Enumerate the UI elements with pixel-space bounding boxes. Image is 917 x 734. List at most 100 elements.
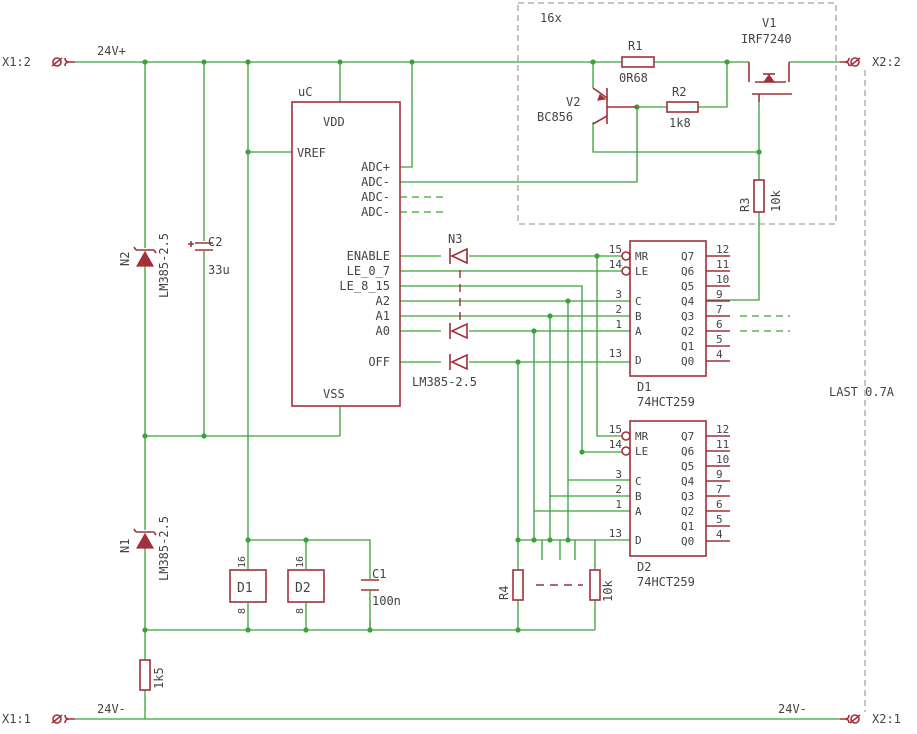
a0-wire <box>400 330 630 540</box>
label-24v-plus: 24V+ <box>97 44 126 58</box>
d2-left-pin-number: 1 <box>615 498 622 511</box>
q3-q2-dash <box>740 315 790 332</box>
mosfet-v1 <box>748 62 792 102</box>
pin-a1: A1 <box>376 309 390 323</box>
junction-dot <box>565 298 571 304</box>
box-d1-label: D1 <box>237 581 253 596</box>
label-n2: N2 <box>118 252 132 266</box>
d1-left-pin-number: 13 <box>609 347 622 360</box>
connector-x1-2 <box>51 57 75 67</box>
d1-left-pin-number: 2 <box>615 303 622 316</box>
label-c1: C1 <box>372 567 386 581</box>
diode-n3-a0 <box>449 322 468 340</box>
label-x1-1: X1:1 <box>2 712 31 726</box>
d1-left-pin-number: 15 <box>609 243 622 256</box>
d2-right-pin-number: 11 <box>716 438 729 451</box>
mid-wire <box>145 406 341 437</box>
label-n3: N3 <box>448 232 462 246</box>
d2-right-pin-name: Q0 <box>681 535 694 548</box>
d2-left-pin-number: 14 <box>609 438 623 451</box>
junction-dot <box>565 537 571 543</box>
junction-dot <box>303 627 309 633</box>
pin-adc-minus-2: ADC- <box>361 190 390 204</box>
d2-pin-bubble <box>621 446 631 456</box>
adcp-wire <box>400 62 413 168</box>
junction-dot <box>515 537 521 543</box>
label-v2: V2 <box>566 95 580 109</box>
value-n2: LM385-2.5 <box>157 233 171 298</box>
junction-dot <box>337 59 343 65</box>
pin-adc-plus: ADC+ <box>361 160 390 174</box>
d1-left-pin-name: C <box>635 295 642 308</box>
d1-right-pin-number: 11 <box>716 258 729 271</box>
zener-n1 <box>133 528 157 549</box>
label-n1: N1 <box>118 539 132 553</box>
pin-le07: LE_0_7 <box>347 264 390 278</box>
adcm-dashes <box>400 196 445 213</box>
value-r4: 10k <box>601 580 615 602</box>
d1-right-pin-name: Q2 <box>681 325 694 338</box>
d1-right-pin-name: Q3 <box>681 310 694 323</box>
label-24v-minus-left: 24V- <box>97 702 126 716</box>
mr-wire <box>596 256 622 437</box>
pin-enable: ENABLE <box>347 249 390 263</box>
value-d2: 74HCT259 <box>637 575 695 589</box>
off-wire <box>400 361 630 570</box>
a1-wire <box>400 315 630 540</box>
label-d2: D2 <box>637 560 651 574</box>
label-16x: 16x <box>540 11 562 25</box>
d1-left-pin-number: 3 <box>615 288 622 301</box>
transistor-v2 <box>592 87 637 125</box>
junction-dot <box>547 313 553 319</box>
d1-left-pin-name: A <box>635 325 642 338</box>
d2-right-pin-name: Q6 <box>681 445 694 458</box>
label-r1: R1 <box>628 39 642 53</box>
r1-r2-wire <box>613 61 728 108</box>
junction-dot <box>531 537 537 543</box>
pin-adc-minus-1: ADC- <box>361 175 390 189</box>
d2-right-pin-name: Q7 <box>681 430 694 443</box>
resistor-r1 <box>621 56 655 68</box>
d2-left-pin-number: 3 <box>615 468 622 481</box>
connector-x2-1 <box>840 714 861 724</box>
d2-right-pin-name: Q4 <box>681 475 695 488</box>
connector-x2-2 <box>840 57 861 67</box>
adcm-wire <box>400 107 638 183</box>
v2-collector-wire <box>592 122 760 180</box>
label-load: LAST 0.7A <box>829 385 895 399</box>
junction-dot <box>245 627 251 633</box>
d1-left-pin-name: B <box>635 310 642 323</box>
capacitor-c2 <box>188 241 213 251</box>
junction-dot <box>515 359 521 365</box>
junction-dot <box>756 149 762 155</box>
d1-pin-bubble <box>621 251 631 261</box>
d2-right-pin-name: Q3 <box>681 490 694 503</box>
connector-x1-1 <box>51 714 75 724</box>
d2-left-pin-name: C <box>635 475 642 488</box>
junction-dot <box>303 537 309 543</box>
a2-wire <box>400 300 630 540</box>
zener-n2 <box>133 246 157 267</box>
d1-right-pin-name: Q5 <box>681 280 694 293</box>
d1-right-pin-name: Q7 <box>681 250 694 263</box>
junction-dot <box>579 449 585 455</box>
value-r2: 1k8 <box>669 116 691 130</box>
d1-left-pin-name: MR <box>635 250 649 263</box>
d2-right-pin-number: 6 <box>716 498 723 511</box>
d1-right-pin-name: Q0 <box>681 355 694 368</box>
junction-dot <box>515 627 521 633</box>
value-c2: 33u <box>208 263 230 277</box>
d1-right-pin-number: 10 <box>716 273 729 286</box>
diode-n3-enable <box>449 247 468 265</box>
d2-left-pin-number: 2 <box>615 483 622 496</box>
d1-left-pin-number: 14 <box>609 258 623 271</box>
junction-dot <box>724 59 730 65</box>
pin-vref: VREF <box>297 146 326 160</box>
value-d1: 74HCT259 <box>637 395 695 409</box>
d2-left-pin-name: B <box>635 490 642 503</box>
resistor-r4-left <box>512 569 524 601</box>
d2-right-pin-number: 10 <box>716 453 729 466</box>
box-d2-pin8: 8 <box>295 608 306 614</box>
